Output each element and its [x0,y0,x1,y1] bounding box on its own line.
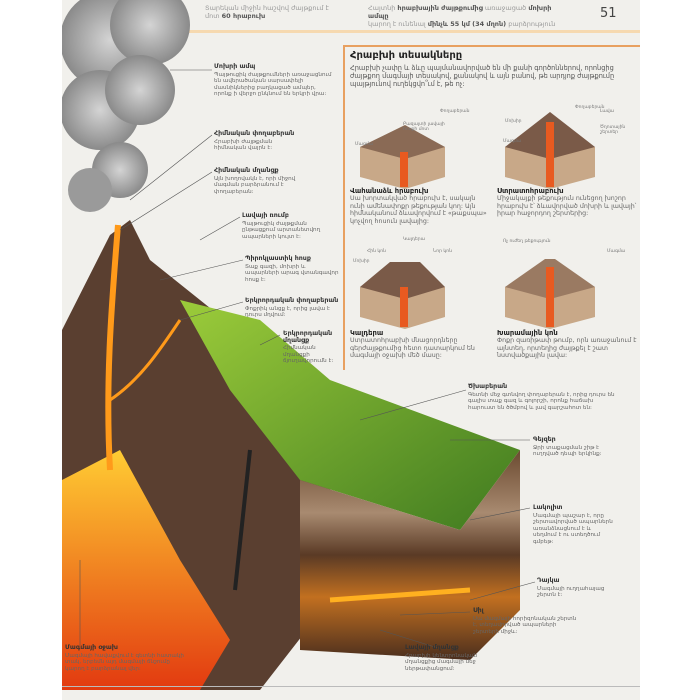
cinder-cone-diagram [505,259,595,329]
secondary-conduit [109,319,182,402]
part-label: Մագմա [355,142,374,147]
leader-lines [79,69,536,649]
sill [329,587,471,603]
part-label: Հին կոն [367,249,386,254]
panel-title: Հրաբխի տեսակները [350,50,463,61]
part-label: Ոչ ուժեղ թեքություն [503,239,551,244]
part-label: Մոխիր [505,119,522,124]
part-label: Բազալտի լավայի հոսքի մոտ [403,122,445,132]
shield-volcano-diagram [360,125,445,189]
main-conduit [105,224,121,471]
magma-chamber [62,450,230,690]
panel-intro: Հրաբխի չափը և ձևը պայմանավորված են մի քա… [350,64,615,88]
part-label: Լավա [600,109,615,114]
strata-block [300,450,520,660]
footer-rule [62,686,640,687]
part-label: Նոր կոն [433,249,452,254]
header-rule [180,30,640,33]
page-number: 51 [600,6,617,21]
part-label: Կալդերա [403,237,425,242]
volcano-types-panel: Հրաբխի տեսակները Հրաբխի չափը և ձևը պայմա… [343,45,640,370]
dike [233,449,252,591]
ash-cloud [62,0,190,212]
part-label: Փողաբերան [440,109,470,114]
part-label: Ծղոտային շերտեր [600,125,626,135]
caldera-diagram [360,262,445,329]
part-label: Մագմա [503,139,522,144]
part-label: Մագմա [607,249,626,254]
stratovolcano-diagram [505,112,595,189]
part-label: Փողաբերան [575,105,605,110]
type-diagrams [360,112,595,329]
grass-surface [180,300,520,530]
header-note-right: Հայտնի հրաբխային ժայթքումից առաջացած մոխ… [368,4,556,28]
part-label: Մոխիր [353,259,370,264]
volcano-illustration [62,0,536,690]
